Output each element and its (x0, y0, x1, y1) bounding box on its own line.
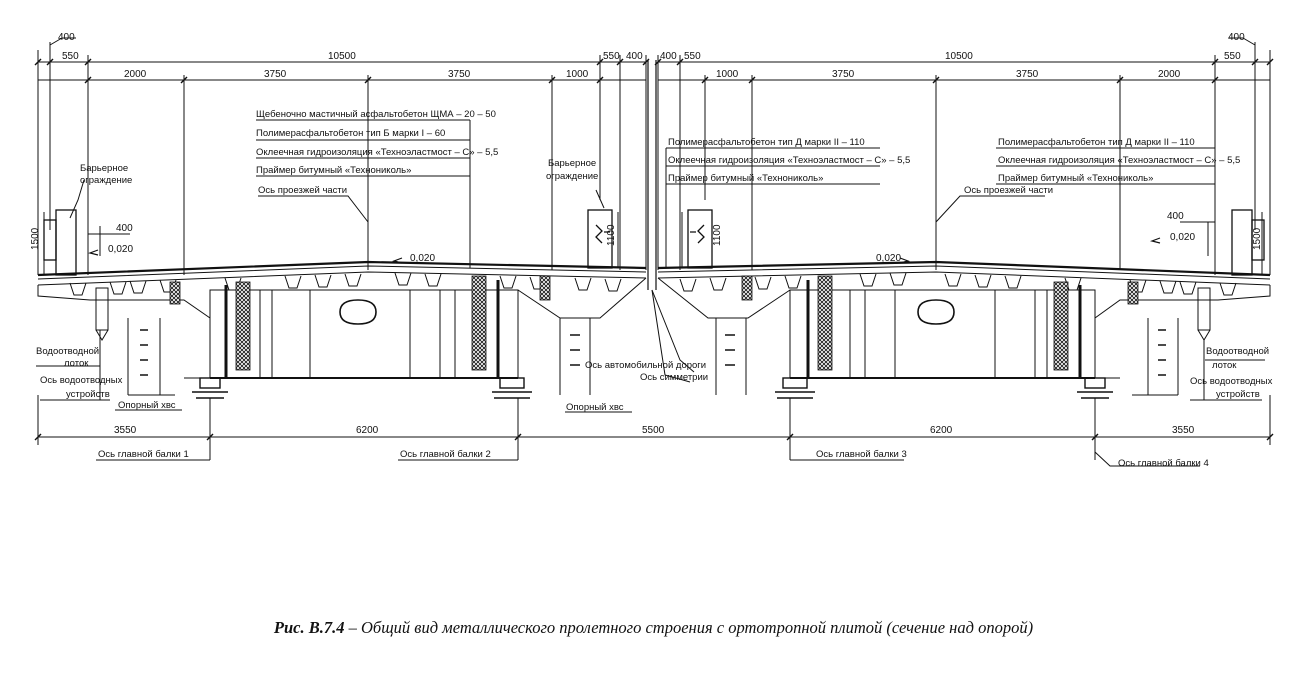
dim-small-right-400: 400 (1167, 211, 1184, 222)
layer-note-midright-3: Праймер битумный «Технониколь» (668, 173, 823, 184)
dim-top-right-550: 550 (1224, 51, 1241, 62)
dim-top-right-550a: 550 (684, 51, 701, 62)
dim-bottom-3550-left: 3550 (114, 425, 137, 436)
dim-top-left-550b: 550 (603, 51, 620, 62)
axis-carriageway-right: Ось проезжей части (964, 185, 1053, 196)
layer-note-left-4: Праймер битумный «Технониколь» (256, 165, 411, 176)
symmetry-axis-label: Ось симметрии (640, 372, 708, 383)
dim-top-right-400: 400 (1228, 32, 1245, 43)
figure-number: Рис. В.7.4 (273, 618, 345, 637)
drain-tray-left-1: Водоотводной (36, 346, 99, 357)
beam-axis-4: Ось главной балки 4 (1118, 458, 1209, 469)
slope-right-edge: 0,020 (1170, 232, 1195, 243)
dim-bottom-6200-left: 6200 (356, 425, 379, 436)
dim-top-right-3750a: 3750 (832, 69, 855, 80)
dim-top-left-400b: 400 (626, 51, 643, 62)
barrier-label-left-2: ограждение (80, 175, 132, 186)
slope-left-mid: 0,020 (410, 253, 435, 264)
road-axis-label: Ось автомобильной дороги (585, 360, 706, 371)
drain-tray-right-2: лоток (1212, 360, 1237, 371)
slope-right-mid: 0,020 (876, 253, 901, 264)
layer-note-left-3: Оклеечная гидроизоляция «Техноэластмост … (256, 147, 498, 158)
layer-note-midright-1: Полимерасфальтобетон тип Д марки II – 11… (668, 137, 865, 148)
drain-axis-right-1: Ось водоотводных (1190, 376, 1273, 387)
barrier-label-mid-1: Барьерное (548, 158, 596, 169)
dim-top-left-3750a: 3750 (264, 69, 287, 80)
dim-top-right-2000: 2000 (1158, 69, 1181, 80)
drain-tray-left-2: лоток (64, 358, 89, 369)
barrier-label-mid-2: ограждение (546, 171, 598, 182)
layer-note-right-3: Праймер битумный «Технониколь» (998, 173, 1153, 184)
support-label-mid: Опорный хвс (566, 402, 624, 413)
beam-axis-3: Ось главной балки 3 (816, 449, 907, 460)
dim-vert-right-1100: 1100 (712, 224, 723, 246)
figure-caption: Рис. В.7.4 – Общий вид металлического пр… (0, 618, 1307, 638)
layer-note-right-1: Полимерасфальтобетон тип Д марки II – 11… (998, 137, 1195, 148)
layer-note-midright-2: Оклеечная гидроизоляция «Техноэластмост … (668, 155, 910, 166)
support-label-left: Опорный хвс (118, 400, 176, 411)
dim-top-right-10500: 10500 (945, 51, 973, 62)
figure-caption-text: – Общий вид металлического пролетного ст… (344, 618, 1034, 637)
dim-vert-right-1500: 1500 (1252, 227, 1263, 250)
dim-bottom-5500: 5500 (642, 425, 665, 436)
dim-top-right-1000: 1000 (716, 69, 739, 80)
layer-note-right-2: Оклеечная гидроизоляция «Техноэластмост … (998, 155, 1240, 166)
beam-axis-1: Ось главной балки 1 (98, 449, 189, 460)
drain-axis-right-2: устройств (1216, 389, 1260, 400)
dim-small-left-400: 400 (116, 223, 133, 234)
beam-axis-2: Ось главной балки 2 (400, 449, 491, 460)
bridge-cross-section-drawing: 400 550 10500 550 400 400 550 10500 550 … (30, 32, 1274, 469)
dim-vert-left-1100: 1100 (606, 224, 617, 246)
slope-left-edge: 0,020 (108, 244, 133, 255)
dim-bottom-6200-right: 6200 (930, 425, 953, 436)
dim-top-left-3750b: 3750 (448, 69, 471, 80)
dim-top-right-3750b: 3750 (1016, 69, 1039, 80)
dim-top-left-10500: 10500 (328, 51, 356, 62)
dim-top-left-400: 400 (58, 32, 75, 43)
dim-vert-left-1500: 1500 (30, 227, 41, 250)
dim-bottom-3550-right: 3550 (1172, 425, 1195, 436)
dim-top-left-550: 550 (62, 51, 79, 62)
layer-note-left-1: Щебеночно мастичный асфальтобетон ЩМА – … (256, 109, 496, 120)
dim-top-right-400a: 400 (660, 51, 677, 62)
drain-axis-left-2: устройств (66, 389, 110, 400)
drain-tray-right-1: Водоотводной (1206, 346, 1269, 357)
layer-note-left-2: Полимерасфальтобетон тип Б марки I – 60 (256, 128, 445, 139)
dim-top-left-2000: 2000 (124, 69, 147, 80)
barrier-label-left-1: Барьерное (80, 163, 128, 174)
axis-carriageway-left: Ось проезжей части (258, 185, 347, 196)
drain-axis-left-1: Ось водоотводных (40, 375, 123, 386)
dim-top-left-1000: 1000 (566, 69, 589, 80)
